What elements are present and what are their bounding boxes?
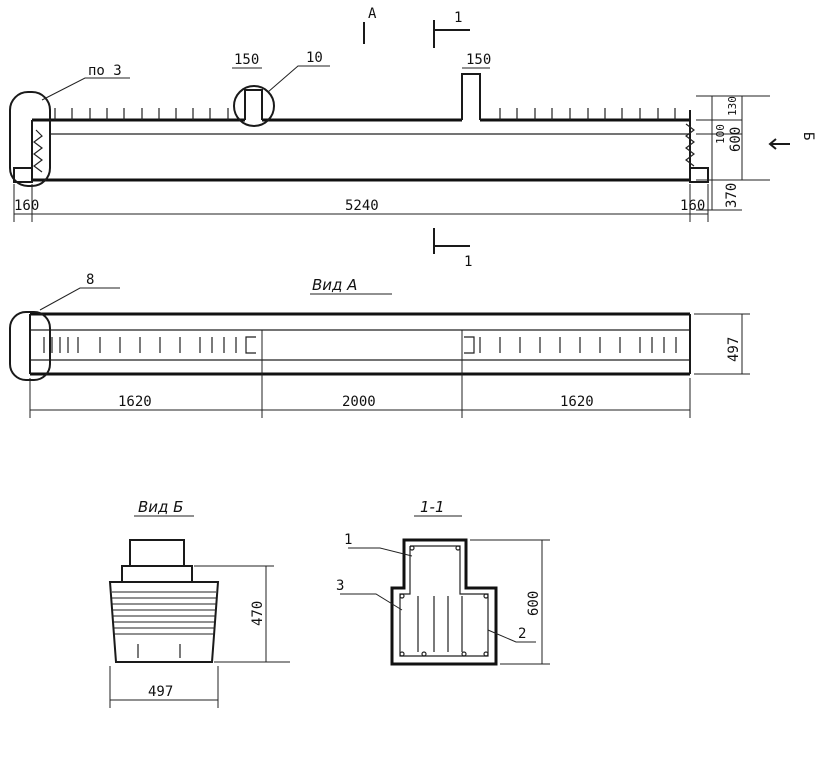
dim-100: 100: [714, 124, 727, 144]
dim-5240: 5240: [345, 198, 379, 214]
plan-ticks: [43, 336, 677, 354]
dim-150-left: 150: [234, 52, 259, 68]
dim-160-left: 160: [14, 198, 39, 214]
dim-470: 470: [250, 601, 266, 626]
view-b-title: Вид Б: [138, 498, 183, 516]
dim-150-right: 150: [466, 52, 491, 68]
section-arrow-bottom: 1: [464, 254, 472, 270]
front-ticks: [54, 108, 676, 120]
callout-po3: по 3: [88, 63, 122, 79]
dim-1620-right: 1620: [560, 394, 594, 410]
dim-370: 370: [724, 183, 740, 208]
view-a-title: Вид А: [312, 276, 357, 294]
view-arrow-a: A: [368, 6, 377, 22]
dim-600: 600: [728, 127, 744, 152]
section-arrow-top: 1: [454, 10, 462, 26]
view-b-hatch: [112, 591, 216, 658]
label-3: 3: [336, 578, 344, 594]
front-elevation: по 3 10 150 150 160 5240 160 130 100 600…: [9, 6, 815, 270]
view-a-plan: Вид А 8 1620 2000 1620 497: [9, 272, 750, 418]
callout-8: 8: [86, 272, 94, 288]
dim-130: 130: [726, 96, 739, 116]
callout-10: 10: [306, 50, 323, 66]
dim-160-right: 160: [680, 198, 705, 214]
view-arrow-b: Б: [800, 132, 815, 140]
dim-497-plan: 497: [726, 337, 742, 362]
dim-600-section: 600: [526, 591, 542, 616]
view-b: Вид Б 497 470: [108, 498, 290, 708]
dim-2000: 2000: [342, 394, 376, 410]
dim-497-viewb: 497: [148, 684, 173, 700]
dim-1620-left: 1620: [118, 394, 152, 410]
label-1: 1: [344, 532, 352, 548]
label-2: 2: [518, 626, 526, 642]
section-title: 1-1: [420, 498, 445, 516]
section-1-1: 1-1 1 3 2 600: [336, 498, 550, 666]
